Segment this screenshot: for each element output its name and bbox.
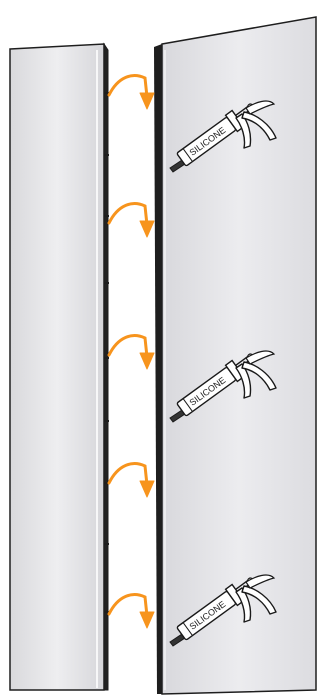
curved-arrow-down-icon xyxy=(139,220,155,238)
right-glass-panel xyxy=(154,16,317,695)
left-glass-panel xyxy=(9,42,109,691)
orange-arrow-2 xyxy=(107,202,155,238)
orange-arrow-4 xyxy=(107,462,155,498)
orange-arrow-5 xyxy=(107,593,155,629)
orange-arrow-1 xyxy=(107,74,155,110)
orange-arrow-3 xyxy=(107,334,155,370)
curved-arrow-down-icon xyxy=(139,611,155,629)
curved-arrow-down-icon xyxy=(139,480,155,498)
curved-arrow-down-icon xyxy=(139,352,155,370)
fastening-arrows xyxy=(107,74,155,629)
curved-arrow-down-icon xyxy=(139,92,155,110)
